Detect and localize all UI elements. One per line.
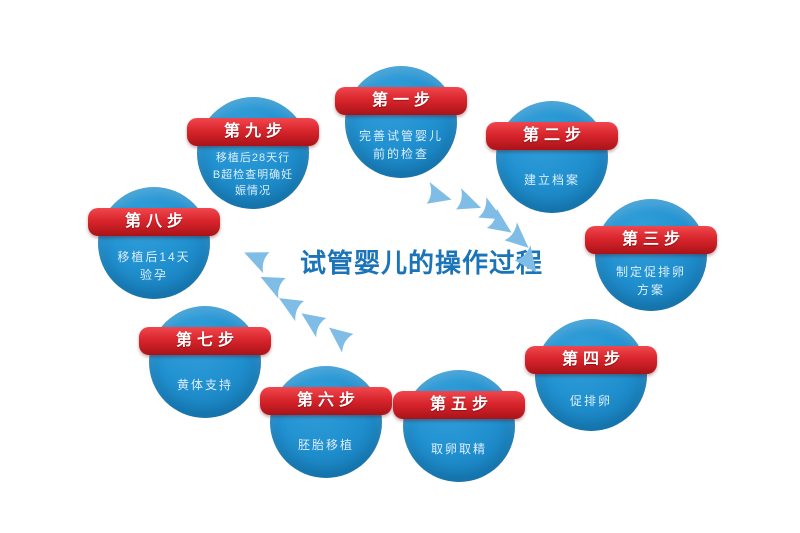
step-label: 第九步 [223,123,287,140]
step-circle [595,199,707,311]
flow-arrow-icon [512,244,547,279]
step-card: 第二步 建立档案 [486,101,618,213]
step-ribbon-banner: 第一步 [335,87,467,115]
step-description: 制定促排卵方案 [601,257,701,305]
step-card: 第八步 移植后14天验孕 [88,187,220,299]
flow-arrow-icon [452,187,485,219]
step-description-line: 制定促排卵 [615,265,686,279]
step-label: 第七步 [175,332,239,349]
flow-arrow-icon [255,266,289,299]
step-ribbon-banner: 第六步 [260,387,392,415]
step-label: 第四步 [561,351,625,368]
step-circle [535,319,647,431]
step-description-line: 验孕 [139,268,168,282]
step-circle [197,97,309,209]
step-description-line: 完善试管婴儿 [358,129,443,143]
step-ribbon-banner: 第二步 [486,122,618,150]
step-card: 第七步 黄体支持 [139,306,271,418]
flow-arrow-icon [501,221,536,256]
step-description-line: 方案 [636,283,665,297]
step-card: 第九步 移植后28天行 B超检查明确妊娠情况 [187,97,319,209]
step-label: 第八步 [124,213,188,230]
step-circle [270,366,382,478]
step-description-line: 促排卵 [569,394,612,408]
flow-arrow-icon [273,288,308,322]
step-description: 胚胎移植 [276,418,376,472]
step-description-line: 前的检查 [372,147,429,161]
step-ribbon-banner: 第七步 [139,327,271,355]
step-circle [345,66,457,178]
step-ribbon-banner: 第五步 [393,391,525,419]
step-ribbon-banner: 第四步 [525,346,657,374]
flow-arrow-icon [321,318,356,353]
step-circle [496,101,608,213]
step-description-line: B超检查明确妊 [212,168,294,181]
step-circle [149,306,261,418]
flow-arrow-icon [239,242,273,275]
step-card: 第六步 胚胎移植 [260,366,392,478]
flow-arrow-icon [483,208,518,243]
diagram-title: 试管婴儿的操作过程 [300,248,544,278]
step-circle [98,187,210,299]
step-card: 第三步 制定促排卵方案 [585,199,717,311]
step-description-line: 取卵取精 [430,442,487,456]
step-circle [403,370,515,482]
step-description-line: 移植后28天行 [215,152,291,165]
step-description-line: 胚胎移植 [297,438,354,452]
step-description: 建立档案 [502,153,602,207]
step-description-line: 移植后14天 [117,250,191,264]
step-card: 第一步 完善试管婴儿前的检查 [335,66,467,178]
flow-arrow-icon [294,304,329,339]
step-ribbon-banner: 第八步 [88,208,220,236]
step-description: 移植后14天验孕 [104,239,204,293]
step-description: 完善试管婴儿前的检查 [351,118,451,172]
step-description-line: 娠情况 [235,185,271,198]
flow-arrow-icon [423,181,455,211]
step-description: 黄体支持 [155,358,255,412]
step-description-line: 建立档案 [523,173,580,187]
step-card: 第四步 促排卵 [525,319,657,431]
step-card: 第五步 取卵取精 [393,370,525,482]
step-label: 第一步 [371,92,435,109]
step-description: 取卵取精 [409,422,509,476]
step-label: 第六步 [296,392,360,409]
step-label: 第五步 [429,396,493,413]
step-description: 促排卵 [541,377,641,425]
step-label: 第二步 [522,127,586,144]
step-ribbon-banner: 第九步 [187,118,319,146]
step-description: 移植后28天行 B超检查明确妊娠情况 [203,147,303,203]
step-description-line: 黄体支持 [176,378,233,392]
step-ribbon-banner: 第三步 [585,226,717,254]
step-label: 第三步 [621,231,685,248]
